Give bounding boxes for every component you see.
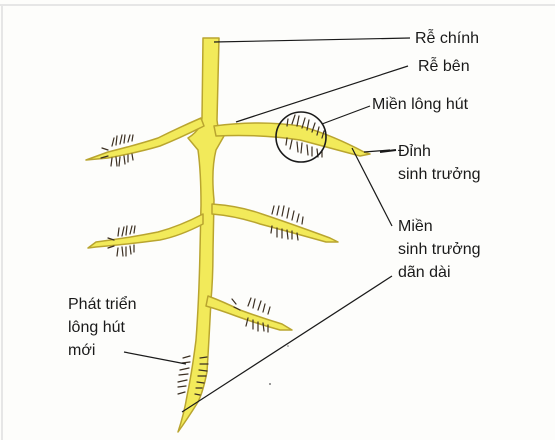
- main-root: [178, 38, 224, 432]
- label-growth-tip-line2: sinh trưởng: [398, 164, 481, 185]
- leader-root-hair-zone: [322, 106, 370, 124]
- lateral-root-middle-right: [212, 204, 338, 242]
- label-elongation-line1: Miền: [398, 216, 433, 237]
- label-new-hairs-line3: mới: [68, 340, 95, 361]
- label-elongation-line2: sinh trưởng: [398, 239, 481, 260]
- leader-main-root: [214, 38, 410, 42]
- label-lateral-root: Rễ bên: [418, 56, 470, 77]
- leader-new-root-hairs: [124, 352, 186, 364]
- label-root-hair-zone: Miền lông hút: [372, 94, 468, 115]
- lateral-root-middle-left: [88, 214, 203, 248]
- leader-elongation-zone: [352, 148, 392, 226]
- leader-to-tip: [182, 276, 392, 412]
- label-new-hairs-line1: Phát triển: [68, 294, 136, 315]
- lateral-root-lower-right: [206, 296, 292, 330]
- root-body: [86, 38, 370, 432]
- label-main-root: Rễ chính: [415, 28, 479, 49]
- label-elongation-line3: dãn dài: [398, 262, 451, 283]
- lateral-root-upper-left: [86, 118, 204, 160]
- speck-mark-2: [287, 345, 289, 347]
- label-growth-tip-line1: Đỉnh: [398, 141, 431, 162]
- label-new-hairs-line2: lông hút: [68, 317, 125, 338]
- speck-mark-1: [269, 383, 271, 385]
